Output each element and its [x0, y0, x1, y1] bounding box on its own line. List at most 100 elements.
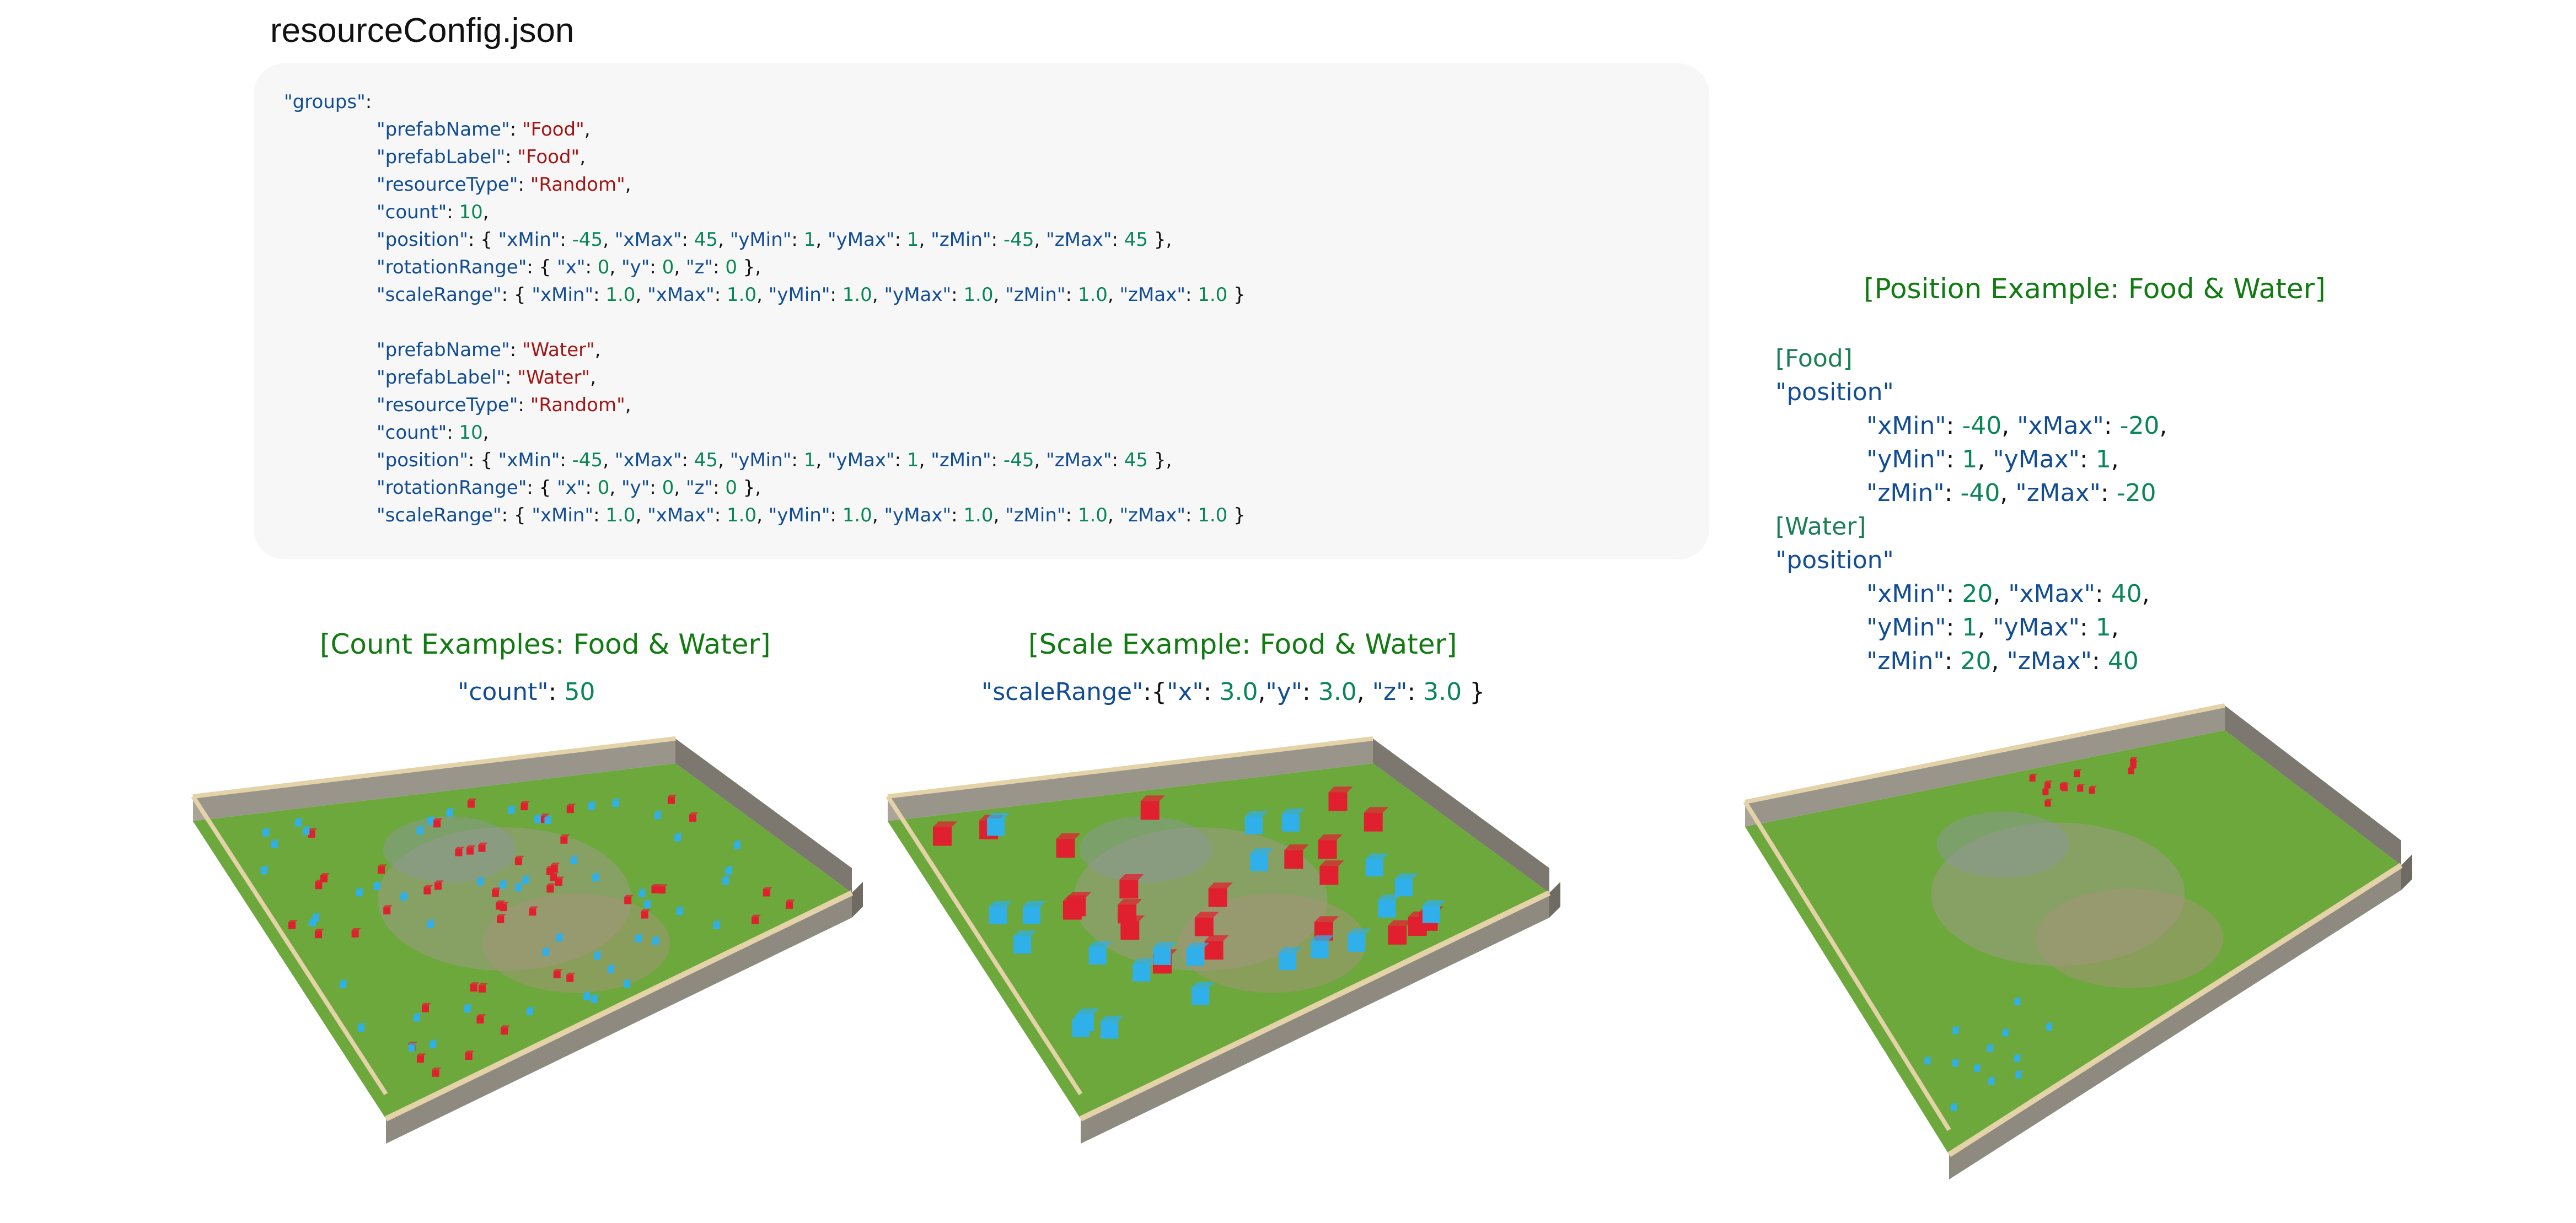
water-cube — [1988, 1076, 1997, 1085]
water-cube — [989, 901, 1012, 924]
food-cube — [432, 1067, 442, 1077]
water-cube — [592, 872, 601, 882]
code-line-food-position: "position": { "xMin": -45, "xMax": 45, "… — [377, 229, 1172, 251]
food-cube — [1319, 860, 1344, 885]
water-cube — [1422, 900, 1446, 923]
food-cube — [377, 864, 387, 874]
food-cube — [1208, 882, 1233, 907]
water-cube — [1348, 929, 1371, 952]
food-cube — [2044, 780, 2053, 789]
food-cube — [467, 798, 477, 808]
food-cube — [478, 983, 488, 993]
water-cube — [713, 920, 722, 929]
water-cube — [373, 881, 383, 891]
water-cube — [722, 876, 731, 885]
water-cube — [1071, 1014, 1095, 1037]
water-cube — [1192, 982, 1215, 1005]
water-cube — [2014, 997, 2022, 1005]
food-cube — [2077, 784, 2085, 792]
count-example-snippet: "count": 50 — [458, 678, 595, 706]
food-cube — [288, 920, 298, 930]
food-cube — [417, 1053, 426, 1063]
water-cube — [303, 826, 312, 835]
water-cube — [476, 877, 486, 886]
file-title: resourceConfig.json — [270, 12, 575, 50]
water-cube — [400, 892, 409, 901]
code-line-water-prefabname: "prefabName": "Water", — [377, 339, 601, 361]
water-cube — [262, 828, 271, 837]
food-cube — [546, 883, 556, 893]
water-cube — [500, 880, 508, 889]
food-cube — [1284, 844, 1309, 869]
code-line-water-rotation: "rotationRange": { "x": 0, "y": 0, "z": … — [377, 477, 761, 499]
food-cube — [434, 880, 444, 890]
code-line-food-count: "count": 10, — [377, 201, 489, 223]
food-cube — [465, 1050, 475, 1060]
water-cube — [1133, 958, 1156, 982]
food-cube — [560, 834, 570, 844]
water-cube — [1153, 942, 1177, 965]
water-cube — [624, 979, 632, 988]
food-cube — [466, 845, 476, 855]
water-cube — [1088, 941, 1112, 965]
water-cube — [591, 994, 600, 1003]
food-cube — [2029, 773, 2037, 782]
water-cube — [427, 919, 436, 928]
position-water-label: [Water] — [1775, 513, 1866, 541]
water-cube — [1279, 947, 1302, 971]
code-line-food-resourcetype: "resourceType": "Random", — [377, 174, 631, 196]
water-cube — [1013, 930, 1037, 954]
water-cube — [1101, 1015, 1124, 1039]
food-cube — [566, 972, 576, 982]
arena-scale-scene — [886, 736, 1560, 1144]
water-cube — [416, 826, 426, 834]
water-cube — [2014, 1054, 2022, 1062]
position-water-z: "zMin": 20, "zMax": 40 — [1866, 647, 2139, 675]
position-water-y: "yMin": 1, "yMax": 1, — [1866, 613, 2119, 642]
food-cube — [423, 885, 433, 895]
water-cube — [594, 951, 603, 960]
food-cube — [514, 855, 524, 865]
water-cube — [446, 808, 455, 817]
water-cube — [1952, 1058, 1960, 1067]
position-example-title: [Position Example: Food & Water] — [1864, 273, 2326, 305]
water-cube — [638, 888, 647, 898]
water-cube — [514, 882, 524, 892]
water-cube — [643, 899, 653, 909]
water-cube — [607, 965, 616, 973]
food-cube — [553, 969, 563, 979]
water-cube — [1186, 942, 1210, 966]
water-cube — [583, 991, 592, 1000]
water-cube — [570, 855, 579, 865]
water-cube — [676, 906, 685, 915]
code-line-water-count: "count": 10, — [377, 422, 489, 444]
food-cube — [1194, 912, 1220, 936]
water-cube — [654, 810, 663, 820]
code-line-food-scale: "scaleRange": { "xMin": 1.0, "xMax": 1.0… — [377, 284, 1246, 306]
water-cube — [1244, 811, 1268, 834]
water-cube — [271, 839, 280, 848]
water-cube — [534, 814, 543, 823]
food-cube — [314, 929, 324, 939]
water-cube — [357, 1023, 367, 1032]
code-line-food-prefabname: "prefabName": "Food", — [377, 118, 591, 141]
food-cube — [501, 1025, 511, 1035]
food-cube — [1118, 899, 1142, 924]
food-cube — [421, 1003, 431, 1012]
water-cube — [427, 816, 436, 825]
position-food-y: "yMin": 1, "yMax": 1, — [1866, 445, 2119, 473]
water-cube — [1952, 1026, 1961, 1035]
food-cube — [752, 914, 761, 924]
water-cube — [733, 840, 743, 849]
food-cube — [433, 818, 443, 828]
count-example-title: [Count Examples: Food & Water] — [320, 628, 771, 660]
water-cube — [309, 918, 318, 926]
code-line-food-prefablabel: "prefabLabel": "Food", — [377, 146, 586, 168]
groups-key: "groups" — [284, 91, 366, 113]
water-cube — [2046, 1022, 2054, 1031]
food-cube — [476, 1014, 486, 1024]
code-line-water-position: "position": { "xMin": -45, "xMax": 45, "… — [377, 449, 1172, 471]
water-cube — [526, 1006, 535, 1016]
food-cube — [478, 842, 488, 852]
